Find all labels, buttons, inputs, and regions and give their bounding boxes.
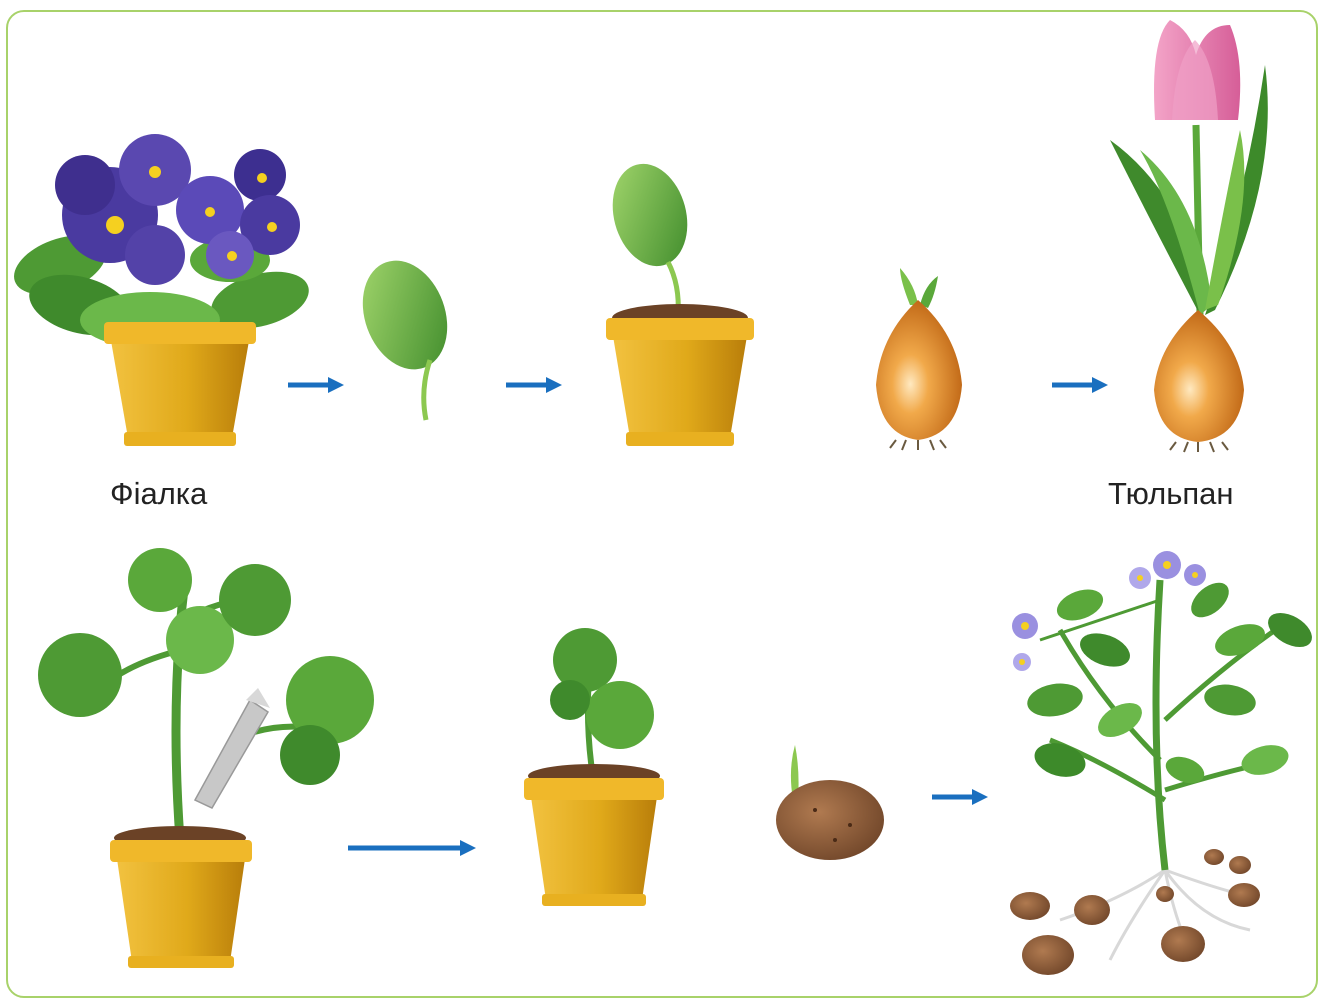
geranium-with-knife-icon [38, 548, 374, 968]
tulip-bulb-sprouting-icon [876, 268, 962, 450]
tulip-plant-icon [1110, 20, 1268, 452]
arrow-icon [288, 377, 344, 393]
arrow-icon [932, 789, 988, 805]
arrow-icon [1052, 377, 1108, 393]
tulip-label: Тюльпан [1108, 476, 1234, 512]
arrow-icon [348, 840, 476, 856]
violet-in-pot-icon [6, 134, 315, 446]
sprouting-potato-tuber-icon [776, 745, 884, 860]
violet-label: Фіалка [110, 476, 207, 512]
rooted-leaf-in-pot-icon [602, 155, 754, 446]
potato-plant-with-tubers-icon [1010, 551, 1318, 975]
arrow-icon [506, 377, 562, 393]
violet-leaf-cutting-icon [348, 249, 461, 420]
geranium-cutting-in-pot-icon [524, 628, 664, 906]
